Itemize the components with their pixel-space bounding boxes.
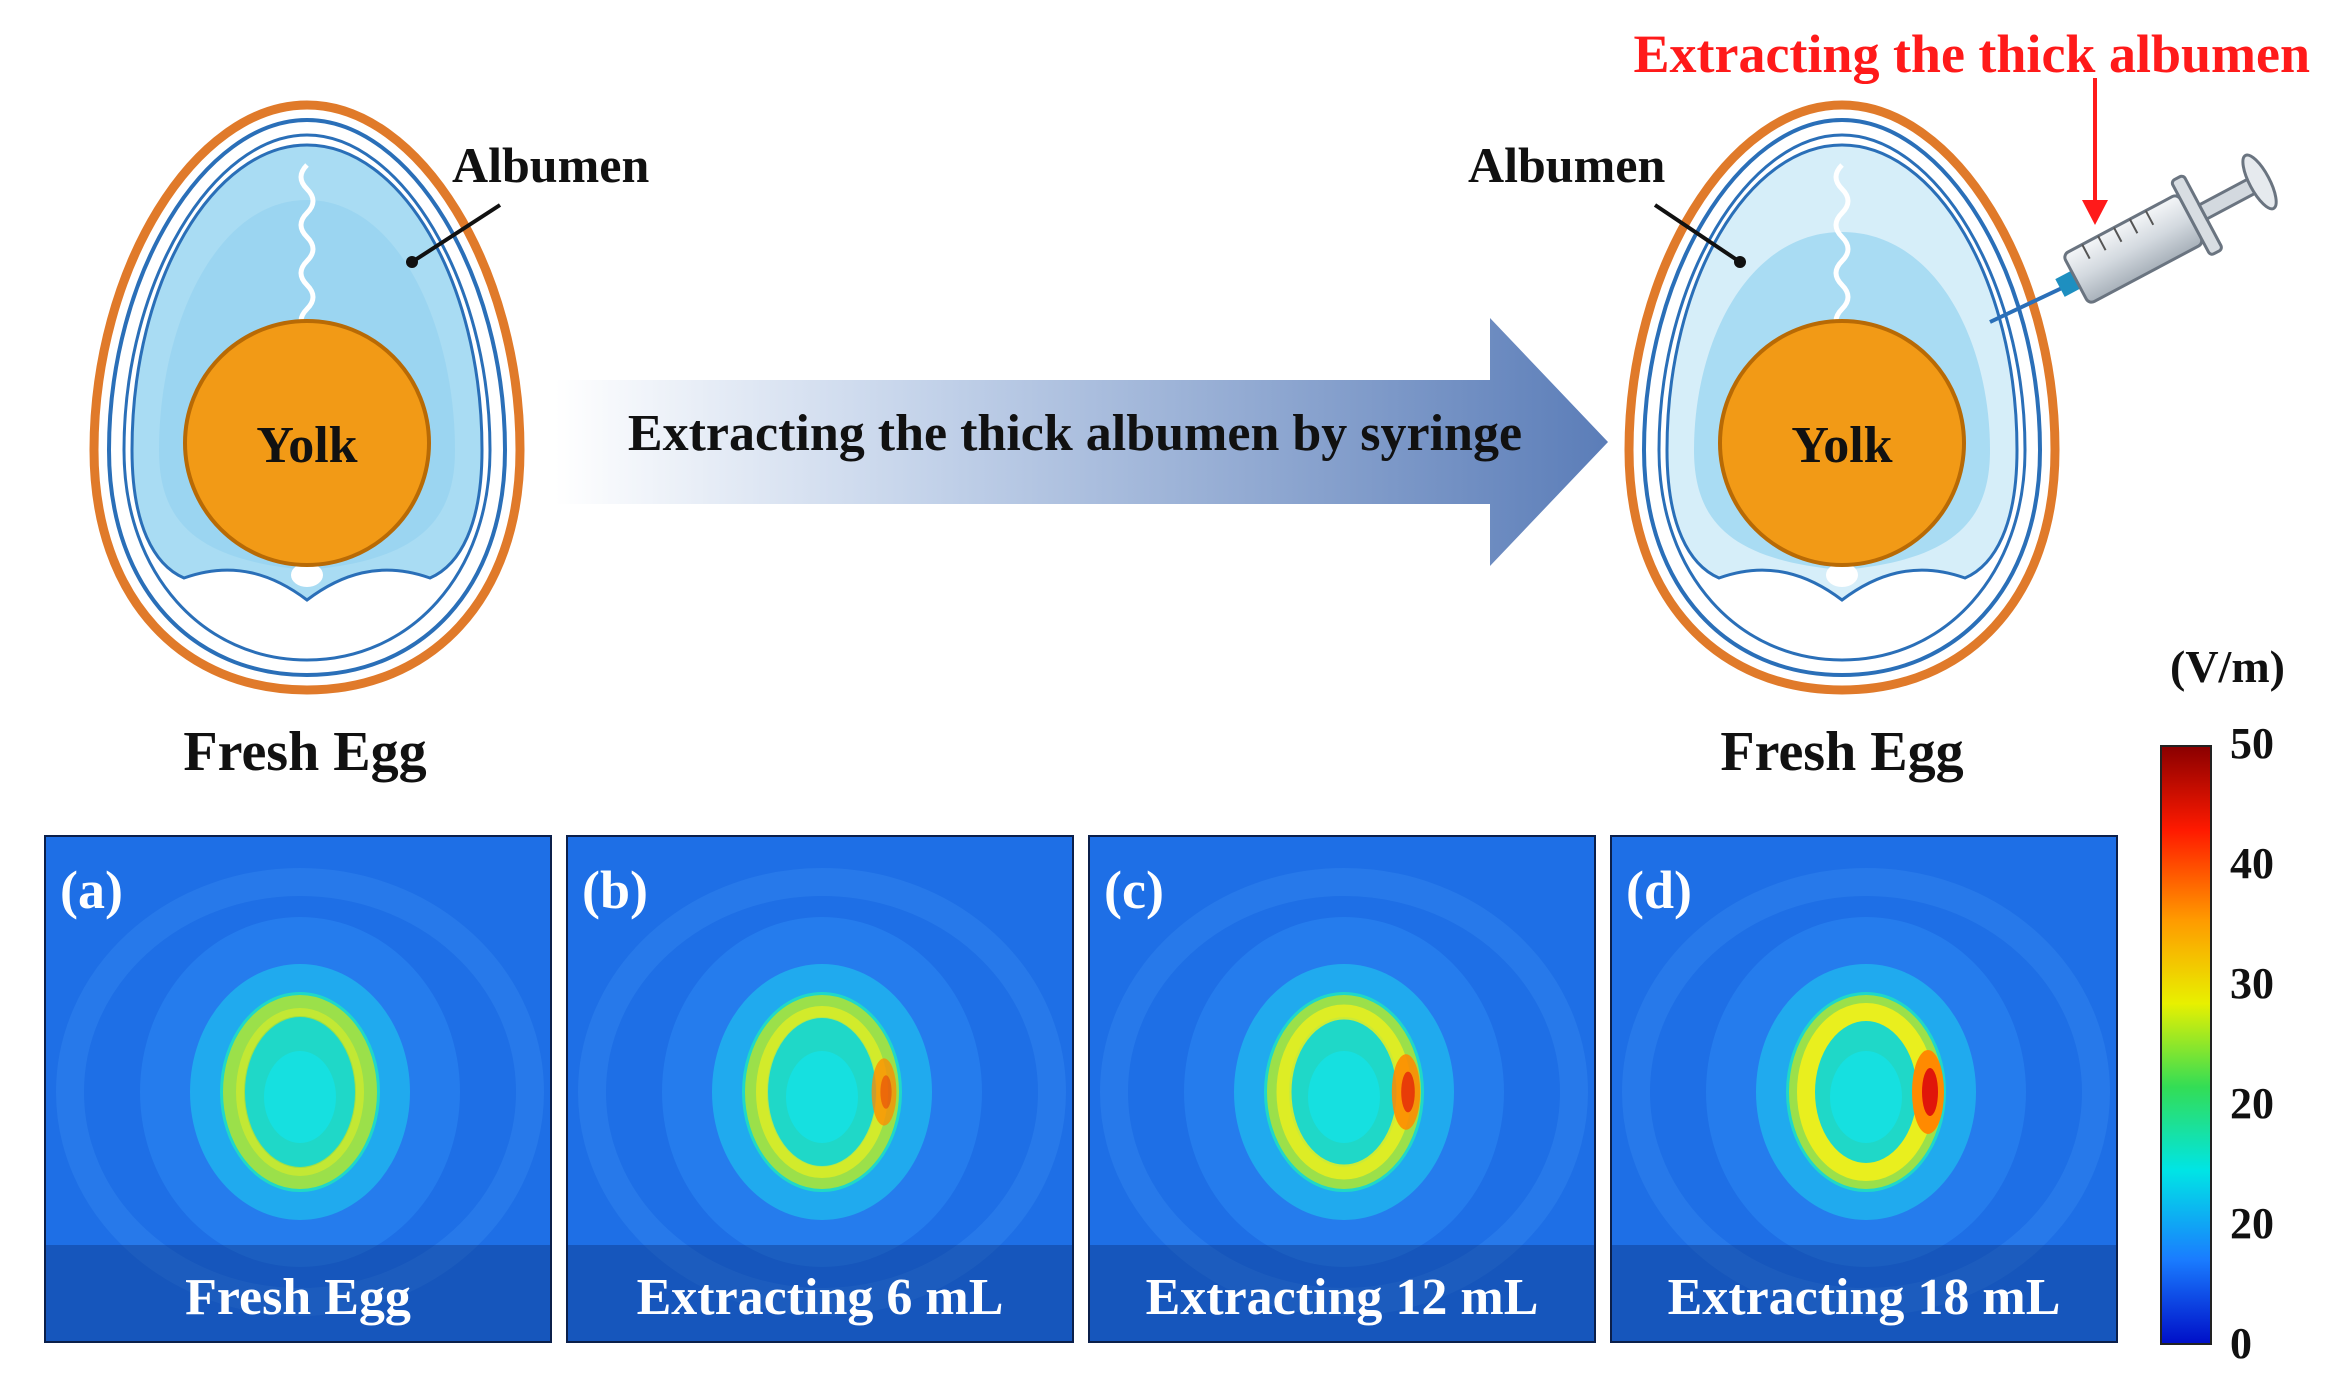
- field-heatmap: [1090, 837, 1594, 1341]
- panel-letter: (a): [60, 860, 123, 920]
- arrow-shape: [555, 318, 1608, 566]
- egg-field-ring: [223, 995, 377, 1189]
- caption-band: [46, 1245, 550, 1341]
- panel-d: (d) Extracting 18 mL: [1610, 835, 2118, 1343]
- egg-field-ring-hot: [236, 1008, 364, 1176]
- colorbar-tick: 0: [2230, 1319, 2252, 1368]
- yolk-label: Yolk: [256, 417, 357, 474]
- panel-letter: (d): [1626, 860, 1692, 920]
- egg-field-core: [1308, 1051, 1380, 1143]
- caption-band: [568, 1245, 1072, 1341]
- albumen-leader-line: [410, 203, 502, 264]
- panel-caption: Fresh Egg: [185, 1269, 411, 1326]
- process-arrow: Extracting the thick albumen by syringe: [555, 318, 1608, 566]
- syringe-annotation: Extracting the thick albumen: [1633, 24, 2310, 225]
- chalaza-top: [1833, 163, 1851, 335]
- panel-caption: Extracting 6 mL: [636, 1269, 1004, 1326]
- field-heatmap: [1612, 837, 2116, 1341]
- inner-membrane: [1657, 133, 2027, 662]
- syringe-thumb-rest: [2241, 153, 2278, 211]
- albumen-label: Albumen: [1468, 137, 1665, 193]
- colorbar: [2160, 745, 2212, 1345]
- colorbar-tick: 40: [2230, 839, 2274, 888]
- field-heatmap: [568, 837, 1072, 1341]
- yolk: [183, 319, 431, 567]
- colorbar-tick: 50: [2230, 719, 2274, 768]
- egg-field-core: [786, 1051, 858, 1143]
- panel-c: (c) Extracting 12 mL: [1088, 835, 1596, 1343]
- field-hotspot-peak: [1401, 1071, 1415, 1113]
- shell-membrane: [1641, 117, 2043, 678]
- panel-caption: Extracting 18 mL: [1667, 1269, 2061, 1326]
- egg-diagram: Yolk Albumen Fresh Egg Extracting the th…: [89, 24, 2310, 783]
- albumen-leader-line: [1653, 203, 1742, 264]
- colorbar-tick: 30: [2230, 959, 2274, 1008]
- field-hotspot-peak: [880, 1075, 892, 1109]
- albumen-label: Albumen: [452, 137, 649, 193]
- right-egg: Yolk Albumen Fresh Egg: [1468, 100, 2060, 783]
- chalaza-bottom: [291, 563, 323, 587]
- egg-field-core: [264, 1051, 336, 1143]
- shell-membrane: [106, 117, 508, 678]
- field-heatmap: [46, 837, 550, 1341]
- fresh-egg-caption: Fresh Egg: [183, 721, 426, 783]
- albumen-leader-dot: [1734, 256, 1746, 268]
- panel-a: (a) Fresh Egg: [44, 835, 552, 1343]
- caption-band: [1090, 1245, 1594, 1341]
- colorbar-tick: 20: [2230, 1079, 2274, 1128]
- panel-b: (b) Extracting 6 mL: [566, 835, 1074, 1343]
- yolk-label: Yolk: [1791, 417, 1892, 474]
- field-ripple: [1622, 868, 2110, 1316]
- syringe-annotation-label: Extracting the thick albumen: [1633, 24, 2310, 84]
- inner-membrane: [122, 133, 492, 662]
- left-egg: Yolk Albumen Fresh Egg: [89, 100, 649, 783]
- chalaza-top: [298, 163, 316, 335]
- red-arrow-head: [2082, 200, 2108, 225]
- fresh-egg-caption: Fresh Egg: [1720, 721, 1963, 783]
- panel-caption: Extracting 12 mL: [1145, 1269, 1539, 1326]
- field-ripple: [1100, 868, 1588, 1316]
- syringe-needle: [1989, 286, 2063, 324]
- yolk: [1718, 319, 1966, 567]
- colorbar-tick: 20: [2230, 1199, 2274, 1248]
- albumen-leader-dot: [406, 256, 418, 268]
- panel-letter: (c): [1104, 860, 1164, 920]
- arrow-label: Extracting the thick albumen by syringe: [628, 405, 1522, 462]
- syringe-icon: [1989, 153, 2278, 324]
- field-hotspot: [871, 1058, 897, 1126]
- egg-field-core: [1830, 1051, 1902, 1143]
- field-ripple: [578, 868, 1066, 1316]
- caption-band: [1612, 1245, 2116, 1341]
- field-ripple: [56, 868, 544, 1316]
- chalaza-bottom: [1826, 563, 1858, 587]
- panel-letter: (b): [582, 860, 648, 920]
- colorbar-unit: (V/m): [2170, 641, 2285, 692]
- field-hotspot-peak: [1922, 1068, 1938, 1116]
